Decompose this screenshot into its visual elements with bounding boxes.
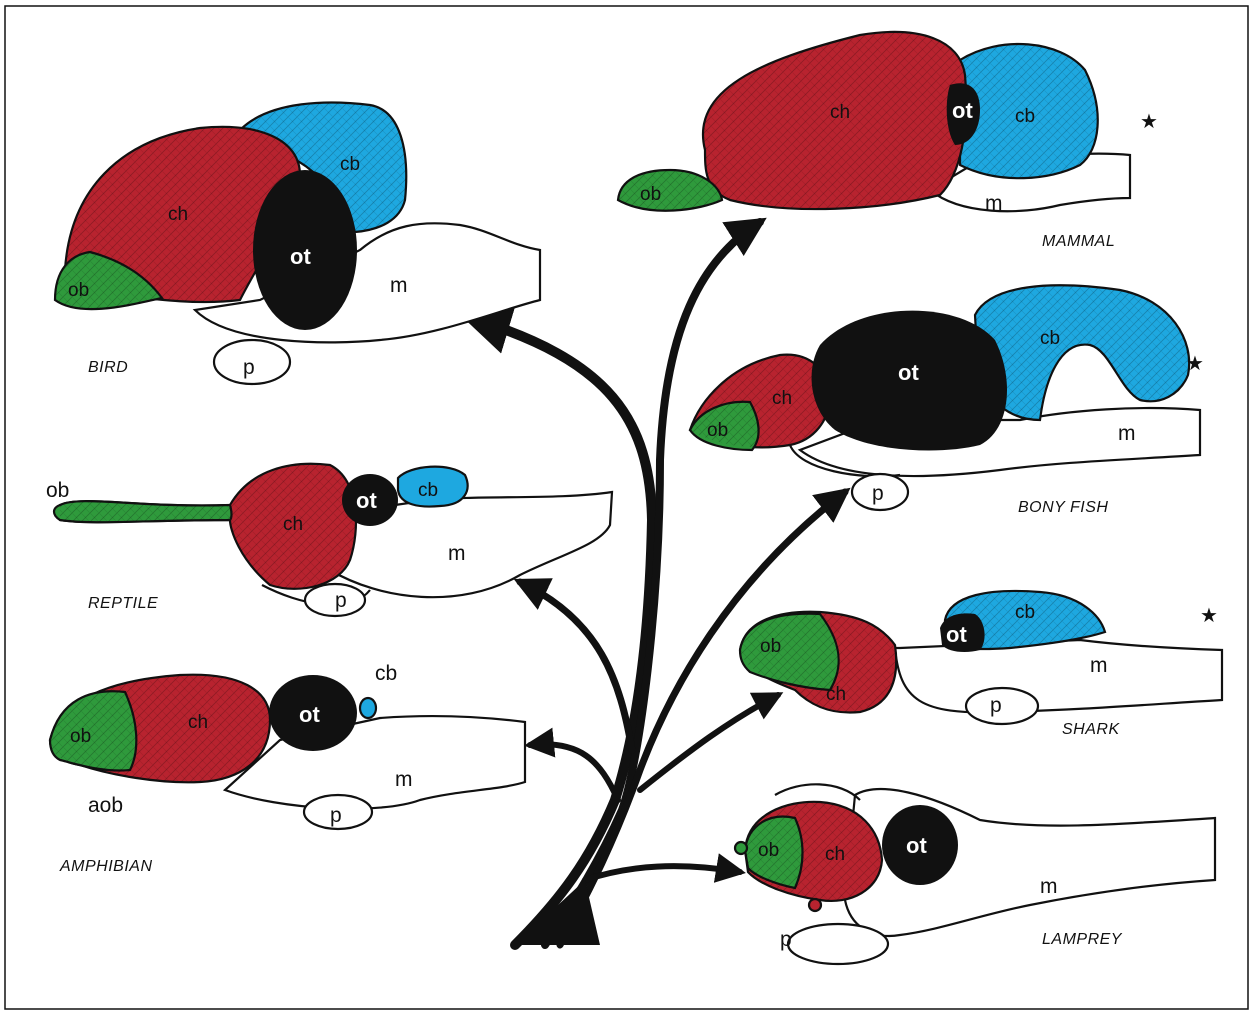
amphibian-name: AMPHIBIAN	[59, 858, 153, 875]
shark-name: SHARK	[1062, 721, 1120, 738]
bird-name: BIRD	[88, 359, 128, 376]
lamprey-m-label: m	[1040, 875, 1058, 898]
amphibian-ob-label: ob	[70, 726, 91, 747]
mammal-name: MAMMAL	[1042, 233, 1115, 250]
bird-ch-label: ch	[168, 204, 188, 225]
shark-m-label: m	[1090, 654, 1108, 677]
bony-fish-star-marker: ★	[1186, 353, 1204, 375]
amphibian-ch-label: ch	[188, 712, 208, 733]
mammal-cb-label: cb	[1015, 106, 1035, 127]
bird-cb-label: cb	[340, 154, 360, 175]
reptile-ob-label: ob	[46, 479, 69, 502]
amphibian-p-label: p	[330, 804, 342, 827]
reptile-m-label: m	[448, 542, 466, 565]
lamprey-ot-label: ot	[906, 833, 927, 858]
lamprey-ob-label: ob	[758, 840, 779, 861]
lamprey-name: LAMPREY	[1042, 931, 1123, 948]
shark-p-label: p	[990, 694, 1002, 717]
reptile-ot-label: ot	[356, 488, 377, 513]
shark-star-marker: ★	[1200, 605, 1218, 627]
bird-ot-label: ot	[290, 244, 311, 269]
reptile-name: REPTILE	[88, 595, 158, 612]
bony-fish-ob-label: ob	[707, 420, 728, 441]
bony-fish-cb-label: cb	[1040, 328, 1060, 349]
amphibian-aob-label: aob	[88, 794, 123, 817]
amphibian-m-label: m	[395, 768, 413, 791]
bony-fish-p-label: p	[872, 482, 884, 505]
reptile-ch-label: ch	[283, 514, 303, 535]
mammal-ch-label: ch	[830, 102, 850, 123]
lamprey-p-label: p	[780, 928, 792, 951]
amphibian-ot-label: ot	[299, 702, 320, 727]
mammal-m-label: m	[985, 192, 1003, 215]
bony-fish-name: BONY FISH	[1018, 499, 1108, 516]
reptile-p-label: p	[335, 589, 347, 612]
bony-fish-ch-label: ch	[772, 388, 792, 409]
shark-cb-label: cb	[1015, 602, 1035, 623]
shark-ob-label: ob	[760, 636, 781, 657]
bird-p-label: p	[243, 356, 255, 379]
shark-ch-label: ch	[826, 684, 846, 705]
reptile-cb-label: cb	[418, 480, 438, 501]
mammal-star-marker: ★	[1140, 111, 1158, 133]
lamprey-ch-label: ch	[825, 844, 845, 865]
mammal-ob-label: ob	[640, 184, 661, 205]
shark-ot-label: ot	[946, 622, 967, 647]
bird-m-label: m	[390, 274, 408, 297]
mammal-ot-label: ot	[952, 98, 973, 123]
bony-fish-ot-label: ot	[898, 360, 919, 385]
bony-fish-m-label: m	[1118, 422, 1136, 445]
bird-ob-label: ob	[68, 280, 89, 301]
amphibian-cb-label: cb	[375, 662, 397, 685]
